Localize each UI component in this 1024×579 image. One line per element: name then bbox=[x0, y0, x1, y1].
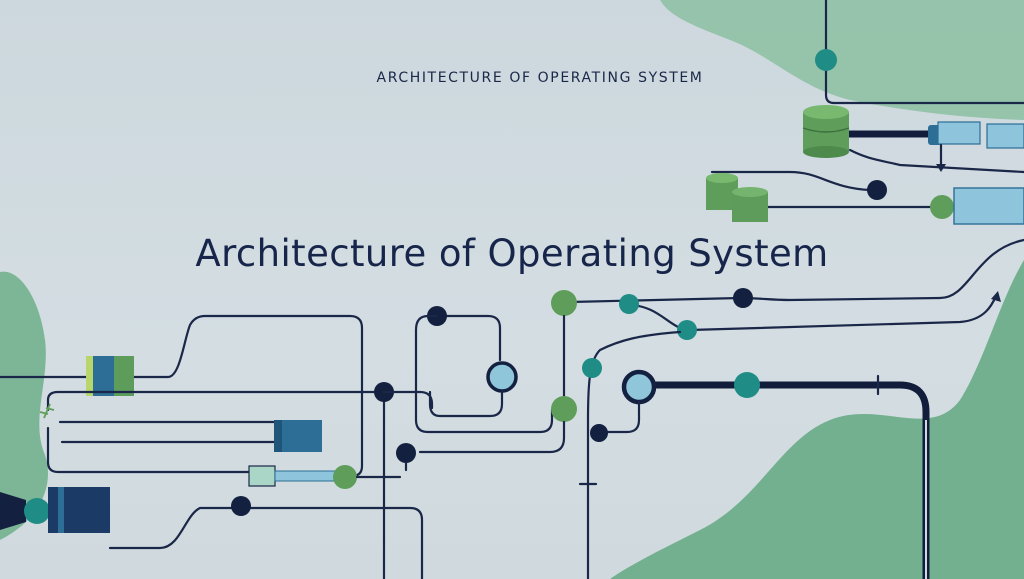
connector-block-left-lime bbox=[86, 356, 93, 396]
blob-bottom-right bbox=[610, 260, 1024, 579]
wire-left-loop-top bbox=[132, 314, 364, 478]
circuit-node-teal-right-1 bbox=[619, 294, 639, 314]
wire-center-loop bbox=[435, 314, 502, 362]
circuit-node-green-right bbox=[930, 195, 954, 219]
connector-block-bottom-left-stripe bbox=[58, 487, 64, 533]
circuit-node-navy-center-lower bbox=[396, 443, 416, 463]
connector-block-left-blue bbox=[92, 356, 114, 396]
arrow-head-up bbox=[991, 291, 1001, 302]
circuit-node-navy-mid bbox=[867, 180, 887, 200]
blob-top-right bbox=[660, 0, 1024, 120]
connector-block-bottom-left bbox=[48, 487, 110, 533]
cylinder-component-right bbox=[732, 187, 768, 222]
circuit-node-green-lower-left bbox=[333, 465, 357, 489]
wire-fork bbox=[586, 330, 682, 579]
connector-block-lower-tube bbox=[274, 470, 336, 482]
wire-top-vertical bbox=[824, 0, 1024, 105]
cable-plug-bottom-left bbox=[0, 492, 26, 530]
circuit-node-teal-center bbox=[582, 358, 602, 378]
connector-block-left-mid-edge bbox=[274, 420, 282, 452]
wire-bottom-left bbox=[108, 506, 424, 579]
circuit-node-navy-bottom bbox=[231, 496, 251, 516]
connector-block-top-light-1 bbox=[937, 121, 981, 145]
circuit-node-teal-bottom-left bbox=[24, 498, 50, 524]
circuit-node-green-center-top bbox=[551, 290, 577, 316]
wire-ring-down bbox=[598, 400, 641, 434]
circuit-node-teal-right-2 bbox=[677, 320, 697, 340]
page-title: Architecture of Operating System bbox=[195, 232, 829, 275]
wire-left-lower-1 bbox=[46, 426, 250, 474]
page-subtitle: ARCHITECTURE OF OPERATING SYSTEM bbox=[376, 70, 704, 86]
circuit-node-top bbox=[815, 49, 837, 71]
wire-center-loop-left bbox=[414, 314, 554, 434]
cylinder-component-top bbox=[802, 105, 850, 158]
circuit-node-green-center-bottom bbox=[551, 396, 577, 422]
wire-right-mid bbox=[848, 148, 1024, 174]
wire-cyl-mid-1 bbox=[710, 170, 872, 192]
circuit-node-navy-lower-center bbox=[590, 424, 608, 442]
wire-thick-pipe bbox=[648, 381, 930, 579]
circuit-node-ring-right bbox=[621, 369, 657, 405]
circuit-node-teal-pipe bbox=[734, 372, 760, 398]
wire-long-arc-1 bbox=[568, 238, 1024, 304]
connector-block-right bbox=[953, 187, 1024, 225]
circuit-node-ring-center bbox=[486, 361, 518, 393]
wire-center-return bbox=[418, 420, 566, 454]
connector-block-lower-light bbox=[248, 465, 276, 487]
wire-left-mid-1 bbox=[46, 390, 386, 579]
circuit-node-navy-right-1 bbox=[733, 288, 753, 308]
connector-block-top-light-2 bbox=[986, 123, 1024, 149]
sprig-decoration bbox=[39, 403, 55, 419]
wire-ring-center-down bbox=[428, 389, 504, 418]
blob-left bbox=[0, 271, 48, 540]
wire-left-mid-2 bbox=[382, 390, 434, 410]
